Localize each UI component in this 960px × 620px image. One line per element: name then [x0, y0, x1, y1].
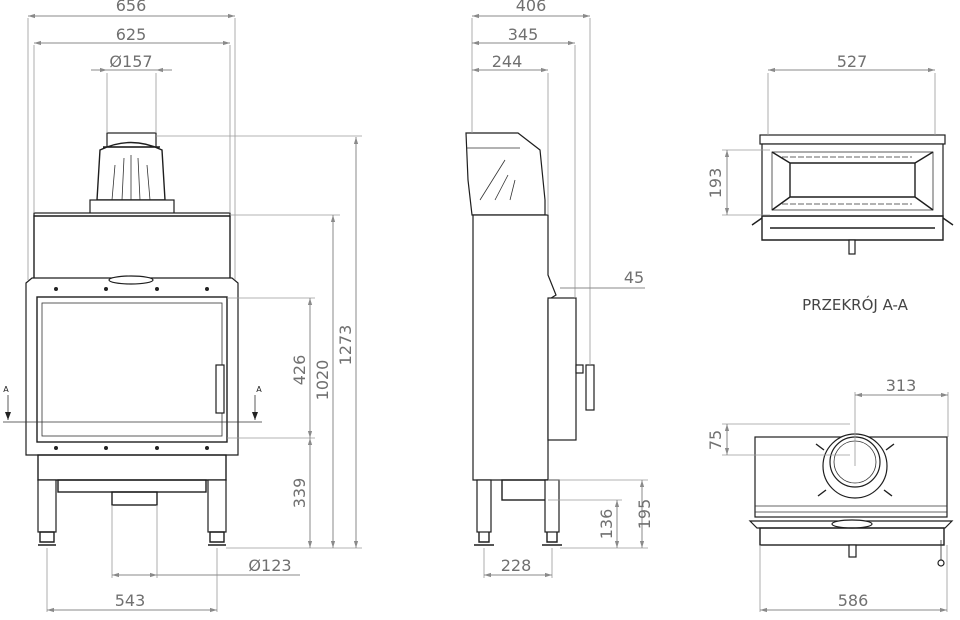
- dim-text-123: Ø123: [248, 556, 291, 575]
- dim-text-228: 228: [501, 556, 532, 575]
- top-view: 313 75 586: [706, 376, 954, 613]
- side-ash-drawer: [501, 479, 548, 501]
- leg-left: [37, 479, 57, 533]
- section-knob: [848, 239, 856, 255]
- front-view: A A 656 625 Ø157 1273 1020 426 339 Ø123 …: [3, 0, 362, 613]
- section-chamber: [761, 143, 944, 217]
- section-marker-right: A: [256, 385, 262, 394]
- section-firebox: [771, 151, 934, 211]
- dim-text-1020: 1020: [313, 360, 332, 401]
- frame-bolts: [54, 287, 209, 450]
- leg-right: [207, 479, 227, 533]
- top-lever: [937, 559, 945, 567]
- dim-text-136: 136: [597, 509, 616, 540]
- brand-plate: [108, 275, 154, 285]
- dim-text-1273: 1273: [336, 325, 355, 366]
- dim-text-339: 339: [290, 478, 309, 509]
- side-body: [472, 214, 557, 481]
- door-side: [547, 297, 577, 441]
- dim-text-157: Ø157: [109, 52, 152, 71]
- top-front-bar: [759, 527, 945, 546]
- dim-text-586: 586: [838, 591, 869, 610]
- dim-text-195: 195: [635, 499, 654, 530]
- side-leg-front: [544, 479, 560, 533]
- top-knob: [848, 544, 857, 558]
- flue-dome: [96, 141, 166, 201]
- dim-text-625: 625: [116, 25, 147, 44]
- dim-text-406: 406: [516, 0, 547, 15]
- dim-text-75: 75: [706, 430, 725, 450]
- door: [36, 296, 228, 443]
- dim-text-543: 543: [115, 591, 146, 610]
- dim-text-313: 313: [886, 376, 917, 395]
- dim-text-345: 345: [508, 25, 539, 44]
- top-brand-plate: [831, 519, 873, 529]
- door-frame: [25, 277, 239, 456]
- side-view: 406 345 244 45 136 195 228: [465, 0, 654, 578]
- section-title: PRZEKRÓJ A-A: [802, 295, 908, 314]
- side-leg-rear: [476, 479, 492, 533]
- air-inlet: [111, 491, 158, 506]
- leg-feet: [38, 531, 226, 546]
- section-view: 527 193 PRZEKRÓJ A-A: [706, 52, 954, 314]
- dim-text-656: 656: [116, 0, 147, 15]
- dim-text-45: 45: [624, 268, 644, 287]
- flue-elbow: [465, 132, 546, 216]
- dim-text-244: 244: [492, 52, 523, 71]
- dim-text-426: 426: [290, 355, 309, 386]
- section-marker-left: A: [3, 385, 9, 394]
- handle-arm: [575, 364, 584, 374]
- flue-ribs: [111, 155, 151, 201]
- dim-text-193: 193: [706, 168, 725, 199]
- flue-clamps: [815, 443, 895, 497]
- dim-text-527: 527: [837, 52, 868, 71]
- ash-drawer: [57, 479, 207, 493]
- section-front: [761, 215, 944, 241]
- handle-grip: [585, 364, 595, 411]
- section-top-rail: [759, 134, 946, 145]
- door-handle: [215, 364, 225, 414]
- convection-box: [33, 215, 231, 281]
- base: [37, 454, 227, 481]
- flue-elbow-detail: [466, 147, 520, 201]
